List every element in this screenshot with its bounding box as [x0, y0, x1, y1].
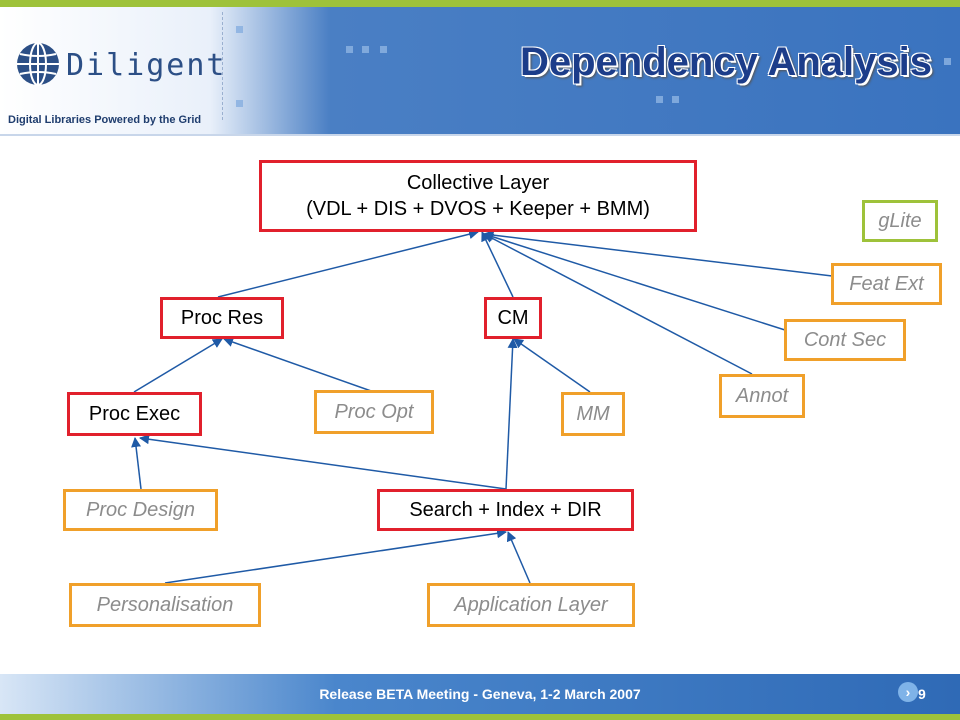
mm-label: MM	[576, 402, 610, 425]
arrow-search-to-procexec	[139, 434, 507, 490]
decor-square	[362, 46, 369, 53]
logo-tagline: Digital Libraries Powered by the Grid	[8, 114, 202, 126]
cm-label: CM	[497, 306, 529, 329]
top-accent-bar	[0, 0, 960, 7]
cm-box: CM	[484, 297, 542, 339]
decor-square	[346, 46, 353, 53]
arrow-personalisation-to-search	[164, 528, 507, 584]
collective-layer-title: Collective Layer	[406, 172, 550, 194]
slide-title: Dependency Analysis	[519, 40, 932, 84]
application-layer-box: Application Layer	[427, 583, 635, 627]
arrow-annot-to-collective	[483, 233, 753, 375]
bottom-accent-bar	[0, 714, 960, 720]
application-layer-label: Application Layer	[454, 593, 608, 616]
arrow-mm-to-cm	[513, 338, 591, 393]
proc-opt-box: Proc Opt	[314, 390, 434, 434]
proc-exec-box: Proc Exec	[67, 392, 202, 436]
proc-design-box: Proc Design	[63, 489, 218, 531]
slide-footer	[0, 674, 960, 714]
arrow-featext-to-collective	[483, 230, 833, 277]
proc-res-label: Proc Res	[180, 306, 264, 329]
decor-square	[236, 100, 243, 107]
feat-ext-box: Feat Ext	[831, 263, 942, 305]
personalisation-box: Personalisation	[69, 583, 261, 627]
arrow-application-to-search	[506, 531, 531, 584]
glite-label: gLite	[878, 209, 922, 232]
search-index-dir-label: Search + Index + DIR	[409, 498, 602, 521]
glite-box: gLite	[862, 200, 938, 242]
decor-square	[380, 46, 387, 53]
logo-wordmark: Diligent	[66, 48, 227, 83]
annot-box: Annot	[719, 374, 805, 418]
collective-layer-components: (VDL + DIS + DVOS + Keeper + BMM)	[306, 198, 650, 220]
decor-square	[672, 96, 679, 103]
decor-square	[236, 26, 243, 33]
chevron-right-icon: ›	[898, 682, 918, 702]
slide-header	[0, 7, 960, 135]
arrow-procres-to-collective	[217, 229, 479, 298]
collective-layer-box: Collective Layer (VDL + DIS + DVOS + Kee…	[259, 160, 697, 232]
cont-sec-box: Cont Sec	[784, 319, 906, 361]
cont-sec-label: Cont Sec	[803, 328, 887, 351]
arrow-search-to-cm	[505, 338, 518, 490]
proc-res-box: Proc Res	[160, 297, 284, 339]
arrow-cm-to-collective	[481, 231, 514, 298]
decor-square	[944, 58, 951, 65]
header-divider	[0, 134, 960, 136]
mm-box: MM	[561, 392, 625, 436]
arrow-contsec-to-collective	[483, 231, 786, 331]
header-separator	[222, 12, 223, 120]
globe-logo-icon	[17, 42, 59, 86]
proc-design-label: Proc Design	[86, 498, 195, 521]
feat-ext-label: Feat Ext	[849, 272, 924, 295]
arrow-procopt-to-procres	[223, 337, 375, 393]
page-number: 9	[918, 686, 926, 702]
personalisation-label: Personalisation	[96, 593, 234, 616]
footer-meeting-text: Release BETA Meeting - Geneva, 1-2 March…	[319, 686, 641, 702]
search-index-dir-box: Search + Index + DIR	[377, 489, 634, 531]
arrow-procexec-to-procres	[133, 338, 223, 393]
decor-square	[656, 96, 663, 103]
proc-exec-label: Proc Exec	[88, 402, 181, 425]
arrow-procdesign-to-procexec	[131, 437, 142, 490]
proc-opt-label: Proc Opt	[334, 400, 414, 423]
annot-label: Annot	[735, 384, 789, 407]
